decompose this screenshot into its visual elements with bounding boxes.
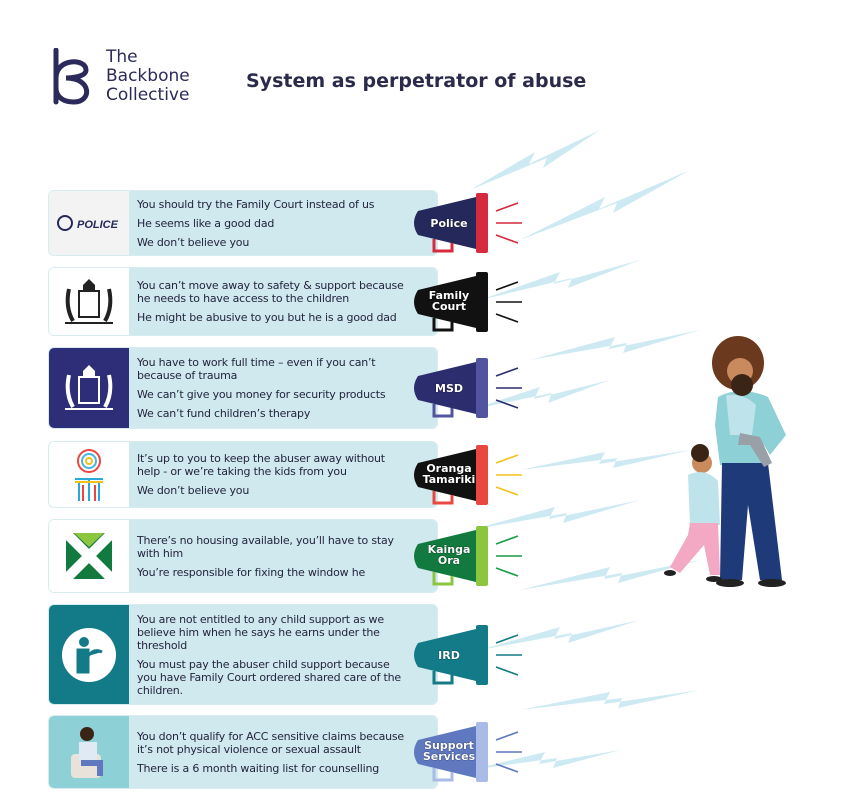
lightning-bolt	[470, 130, 600, 190]
statements: It’s up to you to keep the abuser away w…	[129, 442, 437, 507]
nz-coat-of-arms	[49, 348, 129, 428]
statements: You should try the Family Court instead …	[129, 191, 437, 255]
statement: You can’t move away to safety & support …	[137, 279, 404, 305]
megaphone-icon	[414, 624, 522, 685]
agency-card-kainga-ora: There’s no housing available, you’ll hav…	[48, 519, 438, 593]
statement: We can’t give you money for security pro…	[137, 388, 386, 401]
lightning-bolt	[520, 450, 690, 470]
statement: You must pay the abuser child support be…	[137, 657, 401, 697]
megaphone-label: Police	[430, 217, 468, 230]
megaphone-police: Police	[404, 185, 544, 269]
backbone-b-icon	[53, 48, 90, 105]
brand-line: Collective	[106, 85, 190, 105]
page-title: System as perpetrator of abuse	[246, 70, 587, 92]
lightning-bolt	[530, 330, 700, 360]
lightning-bolt	[520, 560, 700, 590]
megaphone-family-court: Family Court	[404, 264, 544, 348]
megaphone-label: IRD	[438, 648, 460, 662]
statement: You are not entitled to any child suppor…	[137, 612, 384, 652]
megaphone-label: Family Court	[428, 288, 470, 313]
nz-police-logo: POLICE	[49, 191, 129, 255]
megaphone-msd: MSD	[404, 350, 544, 434]
statement: He might be abusive to you but he is a g…	[137, 311, 397, 324]
statement: You don’t qualify for ACC sensitive clai…	[137, 729, 405, 756]
megaphone-icon	[414, 193, 522, 253]
statement: You’re responsible for fixing the window…	[137, 565, 366, 579]
statement: You have to work full time – even if you…	[137, 356, 376, 382]
statements: There’s no housing available, you’ll hav…	[129, 520, 437, 592]
agency-card-msd: You have to work full time – even if you…	[48, 347, 438, 429]
lightning-bolt	[480, 260, 640, 300]
brand-logo: The Backbone Collective	[52, 48, 190, 106]
police-logo-text: POLICE	[77, 219, 119, 231]
lightning-bolt	[470, 750, 620, 770]
megaphone-label: Kainga Ora	[427, 543, 471, 567]
statement: We can’t fund children’s therapy	[137, 407, 311, 420]
megaphone-kainga-ora: Kainga Ora	[404, 518, 544, 602]
statement: You should try the Family Court instead …	[137, 197, 375, 211]
agency-card-oranga-tamariki: It’s up to you to keep the abuser away w…	[48, 441, 438, 508]
statements: You have to work full time – even if you…	[129, 348, 437, 428]
agency-card-family-court: You can’t move away to safety & support …	[48, 267, 438, 336]
agency-card-police: POLICE You should try the Family Court in…	[48, 190, 438, 256]
oranga-tamariki-logo	[49, 442, 129, 507]
lightning-bolt	[520, 170, 690, 240]
mother-and-children-illustration	[664, 336, 786, 587]
agency-card-ird: You are not entitled to any child suppor…	[48, 604, 438, 705]
lightning-bolt	[470, 500, 640, 530]
megaphone-oranga-tamariki: Oranga Tamariki	[404, 437, 544, 521]
agency-card-support-services: You don’t qualify for ACC sensitive clai…	[48, 715, 438, 789]
megaphone-label: Oranga Tamariki	[422, 461, 476, 486]
statement: There is a 6 month waiting list for coun…	[137, 761, 380, 775]
statement: It’s up to you to keep the abuser away w…	[137, 452, 385, 478]
ird-logo	[49, 605, 129, 704]
nz-coat-of-arms	[49, 268, 129, 335]
statements: You are not entitled to any child suppor…	[129, 605, 437, 704]
brand-name: The Backbone Collective	[106, 48, 190, 105]
brand-line: The	[106, 47, 138, 67]
statement: We don’t believe you	[137, 484, 250, 497]
lightning-bolt	[480, 620, 640, 650]
megaphone-label: MSD	[435, 382, 463, 395]
statement: There’s no housing available, you’ll hav…	[137, 533, 394, 560]
megaphone-icon	[414, 271, 522, 332]
megaphone-icon	[414, 526, 522, 586]
lightning-bolt	[520, 690, 700, 710]
kainga-ora-logo	[49, 520, 129, 592]
statement: We don’t believe you	[137, 235, 250, 249]
megaphone-icon	[414, 722, 522, 782]
megaphone-ird: IRD	[404, 617, 544, 701]
statement: He seems like a good dad	[137, 216, 275, 230]
megaphone-label: Support Services	[422, 739, 476, 763]
statements: You don’t qualify for ACC sensitive clai…	[129, 716, 437, 788]
statements: You can’t move away to safety & support …	[129, 268, 437, 335]
brand-line: Backbone	[106, 66, 190, 86]
megaphone-icon	[414, 444, 522, 505]
counsellor-illustration	[49, 716, 129, 788]
megaphone-icon	[414, 358, 522, 418]
megaphone-support-services: Support Services	[404, 714, 544, 798]
